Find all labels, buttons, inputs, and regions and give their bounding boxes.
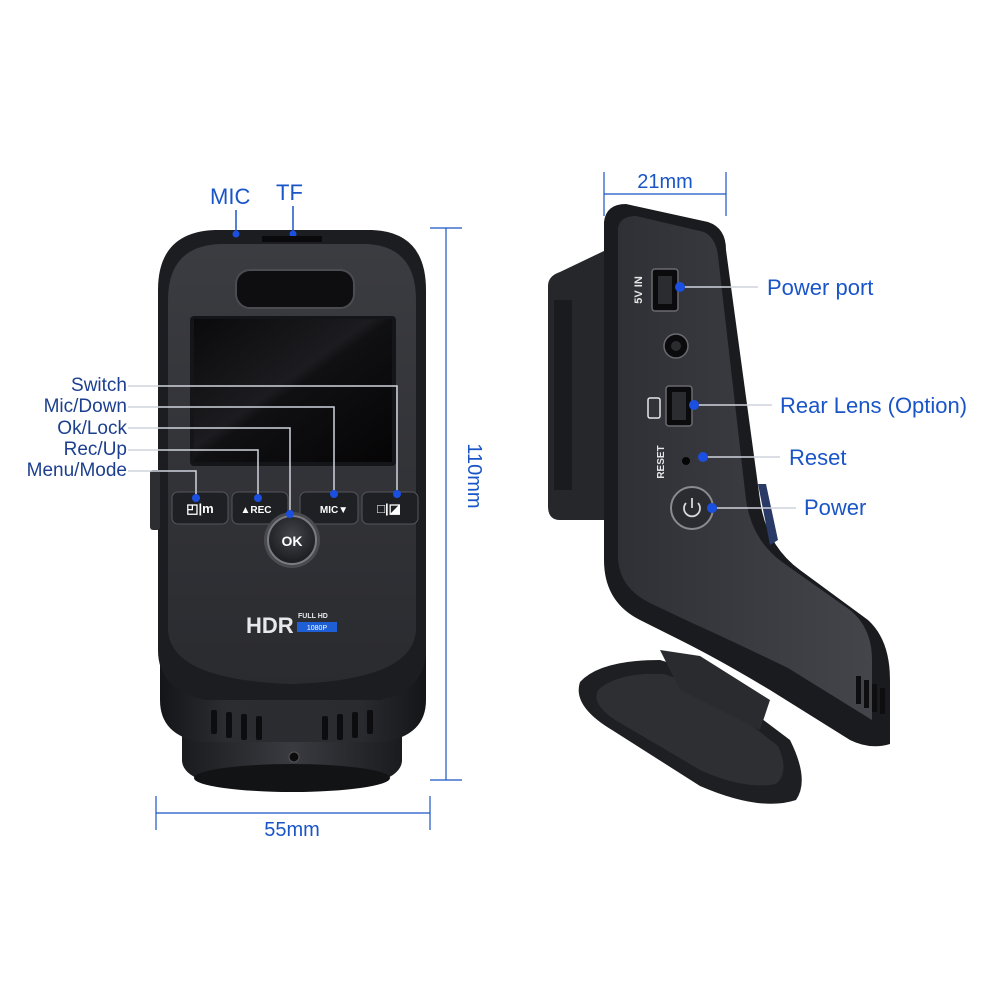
power-port-inner <box>658 276 672 304</box>
side-leader-lines <box>680 286 796 509</box>
front-side-ridge <box>150 470 160 530</box>
front-view: ◰|m ▲REC MIC▼ □|◪ OK HDR FULL HD 1080P M… <box>27 180 485 841</box>
hdr-logo: HDR <box>246 613 294 638</box>
front-leader-lines <box>128 385 398 514</box>
tf-slot <box>262 236 322 242</box>
camera-icon <box>647 397 661 419</box>
ok-glyph: OK <box>282 533 303 549</box>
mic-label: MIC <box>210 184 250 209</box>
side-lens-rim <box>554 300 572 490</box>
width-label: 55mm <box>264 819 320 841</box>
resolution-label: 1080P <box>307 625 328 632</box>
rec-up-button[interactable] <box>231 491 289 525</box>
front-callout-dots <box>192 490 401 518</box>
height-label: 110mm <box>463 443 485 508</box>
power-port-callout: Power port <box>767 275 873 300</box>
side-mount-neck <box>660 650 770 730</box>
height-dimension <box>430 227 462 781</box>
menu-mode-callout: Menu/Mode <box>27 460 127 481</box>
front-vents <box>211 710 373 740</box>
side-edge-button <box>758 484 778 545</box>
front-screen <box>194 319 392 462</box>
mic-down-callout: Mic/Down <box>44 396 127 417</box>
side-mount-pad-top <box>596 673 784 786</box>
tf-label: TF <box>276 180 303 205</box>
ok-lock-callout: Ok/Lock <box>57 418 127 439</box>
rec-up-callout: Rec/Up <box>64 439 127 460</box>
resolution-badge <box>297 622 337 632</box>
voltage-marking: 5V IN <box>633 276 645 304</box>
full-hd-label: FULL HD <box>298 613 328 620</box>
menu-mode-button[interactable] <box>171 491 229 525</box>
side-view: 5V IN RESET Power port Rear Lens (Option… <box>548 171 967 804</box>
front-mic-hole <box>288 751 300 763</box>
front-lens-window <box>235 269 355 309</box>
rec-up-glyph: ▲REC <box>240 505 271 516</box>
switch-button[interactable] <box>361 491 419 525</box>
audio-jack-inner <box>671 341 681 351</box>
power-callout: Power <box>804 495 866 520</box>
reset-marking: RESET <box>656 445 667 478</box>
reset-hole[interactable] <box>682 457 690 465</box>
rear-lens-callout: Rear Lens (Option) <box>780 393 967 418</box>
reset-callout: Reset <box>789 445 846 470</box>
tf-dot <box>289 230 297 238</box>
depth-label: 21mm <box>637 171 693 193</box>
rear-lens-port-inner <box>672 392 686 420</box>
switch-glyph: □|◪ <box>377 501 401 516</box>
side-callout-dots <box>675 282 717 513</box>
depth-dimension <box>603 172 727 216</box>
switch-callout: Switch <box>71 375 127 396</box>
front-base-rim <box>194 764 390 792</box>
mic-down-button[interactable] <box>299 491 359 525</box>
side-rear-vents <box>856 676 885 714</box>
menu-mode-glyph: ◰|m <box>186 501 213 516</box>
power-icon <box>683 498 701 518</box>
mic-dot <box>232 230 240 238</box>
mic-down-glyph: MIC▼ <box>320 505 348 516</box>
width-dimension <box>155 796 431 830</box>
